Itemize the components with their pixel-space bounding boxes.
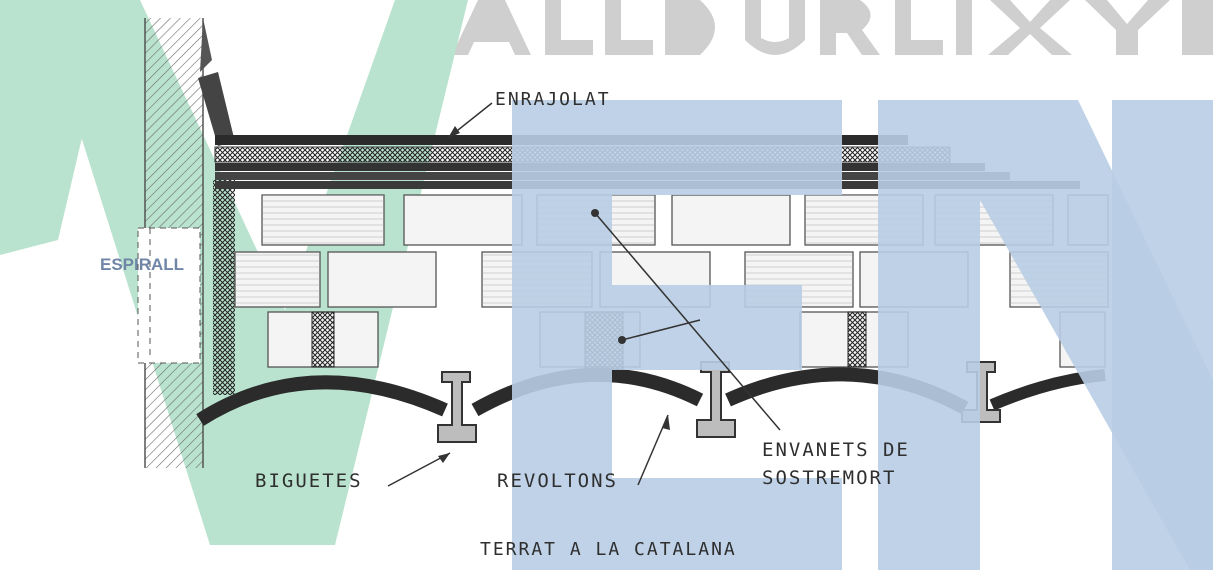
label-biguetes: BIGUETES [255, 470, 363, 492]
arrow-heads [438, 126, 670, 463]
label-espirall: ESPIRALL [100, 255, 184, 274]
label-enrajolat: ENRAJOLAT [495, 89, 611, 110]
caption: TERRAT A LA CATALANA [480, 539, 737, 560]
watermark-blue-en [512, 100, 1213, 570]
label-envanets-line2: SOSTREMORT [762, 467, 896, 489]
left-wall [137, 18, 235, 468]
label-revoltons: REVOLTONS [497, 470, 618, 492]
watermark-green-left-strip [0, 0, 92, 255]
watermark-letters [452, 0, 1213, 55]
label-envanets-line1: ENVANETS DE [762, 439, 910, 461]
parapet [198, 18, 235, 146]
